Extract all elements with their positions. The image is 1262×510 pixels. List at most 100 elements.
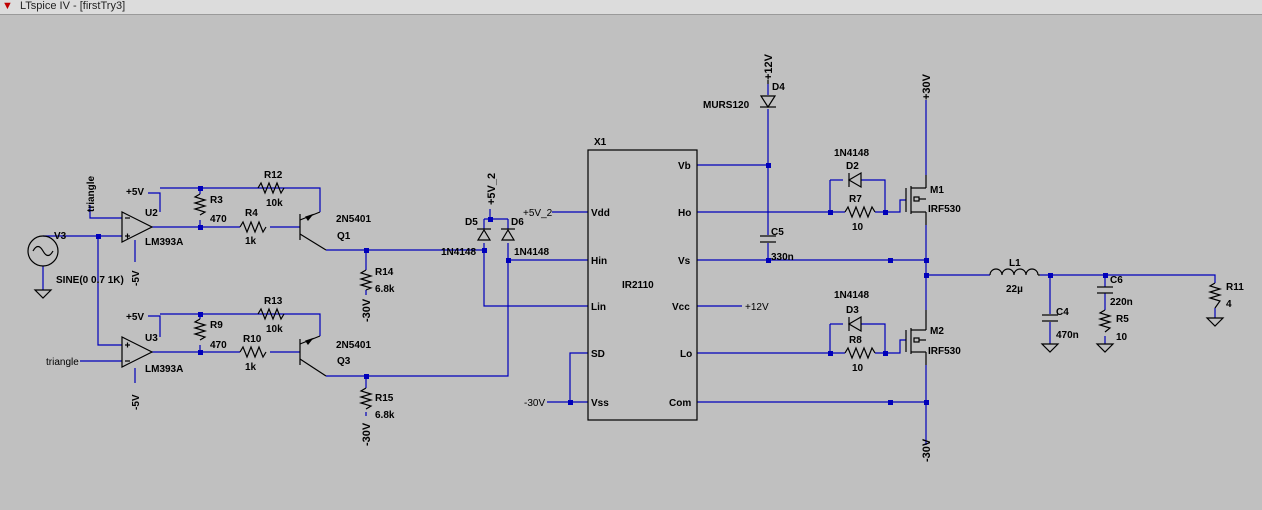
net-label-p5v2-top: +5V_2 — [486, 173, 498, 205]
r12-name: R12 — [264, 170, 283, 181]
net-label-p12v-vcc: +12V — [745, 302, 769, 313]
q1-value: 2N5401 — [336, 214, 371, 225]
r7-resistor[interactable] — [844, 205, 876, 219]
r3-value: 470 — [210, 214, 227, 225]
net-label-m30v-r15: -30V — [361, 422, 373, 446]
r11-name: R11 — [1226, 282, 1244, 293]
net-label-m30v-r14: -30V — [361, 298, 373, 322]
r5-resistor[interactable] — [1097, 309, 1113, 333]
r3-resistor[interactable] — [192, 193, 208, 216]
r11-resistor[interactable] — [1207, 282, 1223, 309]
r13-name: R13 — [264, 296, 283, 307]
r14-value: 6.8k — [375, 284, 395, 295]
ground-symbol-r5 — [1095, 343, 1115, 353]
u3-value: LM393A — [145, 364, 183, 375]
c4-capacitor[interactable] — [1042, 314, 1058, 322]
m2-name: M2 — [930, 326, 944, 337]
r8-resistor[interactable] — [844, 346, 876, 360]
net-label-m5v-u2: -5V — [131, 270, 142, 286]
r10-resistor[interactable] — [239, 345, 267, 359]
ground-symbol-v3 — [33, 289, 53, 299]
u3-comparator[interactable] — [121, 336, 154, 368]
r4-resistor[interactable] — [239, 220, 267, 234]
r8-name: R8 — [849, 335, 862, 346]
r9-name: R9 — [210, 320, 223, 331]
u2-name: U2 — [145, 208, 158, 219]
q1-transistor[interactable] — [299, 211, 327, 251]
d3-name: D3 — [846, 305, 859, 316]
m2-value: IRF530 — [928, 346, 961, 357]
junction-dots — [96, 163, 1108, 405]
q3-value: 2N5401 — [336, 340, 371, 351]
r15-name: R15 — [375, 393, 394, 404]
c5-value: 330n — [771, 252, 794, 263]
m1-value: IRF530 — [928, 204, 961, 215]
d5-name: D5 — [465, 217, 478, 228]
c5-capacitor[interactable] — [760, 235, 776, 243]
net-label-p30v: +30V — [921, 73, 933, 100]
d6-name: D6 — [511, 217, 524, 228]
r5-name: R5 — [1116, 314, 1129, 325]
x1-pin-vss: Vss — [591, 398, 609, 409]
net-label-m5v-u3: -5V — [131, 394, 142, 410]
x1-pin-vs: Vs — [678, 256, 691, 267]
d6-value: 1N4148 — [514, 247, 549, 258]
r15-value: 6.8k — [375, 410, 395, 421]
c5-name: C5 — [771, 227, 784, 238]
r8-value: 10 — [852, 363, 864, 374]
d2-diode[interactable] — [847, 171, 862, 189]
d4-diode[interactable] — [759, 95, 777, 109]
net-label-p5v2-vdd: +5V_2 — [523, 208, 553, 219]
wires — [42, 84, 1216, 445]
r11-value: 4 — [1226, 299, 1232, 310]
r12-value: 10k — [266, 198, 283, 209]
u2-value: LM393A — [145, 237, 183, 248]
ltspice-app-icon: ▼ — [2, 0, 13, 12]
r9-resistor[interactable] — [192, 318, 208, 341]
d4-value: MURS120 — [703, 100, 750, 111]
r15-resistor[interactable] — [358, 387, 374, 410]
schematic-canvas[interactable]: triangle triangle +5V +5V -5V -5V -30V -… — [0, 14, 1262, 510]
d5-diode[interactable] — [476, 228, 492, 241]
d3-value: 1N4148 — [834, 290, 869, 301]
net-label-m30v-bottom: -30V — [921, 438, 933, 462]
u2-comparator[interactable] — [121, 211, 154, 243]
r5-value: 10 — [1116, 332, 1128, 343]
r4-name: R4 — [245, 208, 258, 219]
m1-name: M1 — [930, 185, 944, 196]
q3-transistor[interactable] — [299, 335, 327, 377]
r13-value: 10k — [266, 324, 283, 335]
net-label-triangle-top: triangle — [86, 175, 97, 212]
x1-pin-com: Com — [669, 398, 691, 409]
r10-value: 1k — [245, 362, 257, 373]
ground-symbol-c4 — [1040, 343, 1060, 353]
x1-pin-lo: Lo — [680, 349, 692, 360]
d2-name: D2 — [846, 161, 859, 172]
title-bar: ▼ LTspice IV - [firstTry3] — [0, 0, 1262, 15]
c4-value: 470n — [1056, 330, 1079, 341]
d6-diode[interactable] — [500, 228, 516, 241]
c4-name: C4 — [1056, 307, 1069, 318]
r14-resistor[interactable] — [358, 269, 374, 291]
window-title: LTspice IV - [firstTry3] — [20, 0, 126, 12]
m2-mosfet[interactable] — [905, 310, 927, 365]
l1-inductor[interactable] — [989, 268, 1040, 276]
c6-capacitor[interactable] — [1097, 286, 1113, 294]
m1-mosfet[interactable] — [905, 175, 927, 225]
d3-diode[interactable] — [847, 315, 862, 333]
net-label-triangle-bottom: triangle — [46, 357, 79, 368]
x1-name: X1 — [594, 137, 607, 148]
r12-resistor[interactable] — [257, 181, 285, 195]
x1-ir2110-box[interactable] — [587, 149, 698, 421]
r9-value: 470 — [210, 340, 227, 351]
x1-pin-ho: Ho — [678, 208, 691, 219]
r10-name: R10 — [243, 334, 262, 345]
v3-sine-source[interactable] — [27, 235, 59, 267]
c6-value: 220n — [1110, 297, 1133, 308]
x1-pin-vb: Vb — [678, 161, 691, 172]
r13-resistor[interactable] — [257, 307, 285, 321]
x1-pin-hin: Hin — [591, 256, 607, 267]
u3-name: U3 — [145, 333, 158, 344]
x1-pin-vcc: Vcc — [672, 302, 690, 313]
d5-value: 1N4148 — [441, 247, 476, 258]
